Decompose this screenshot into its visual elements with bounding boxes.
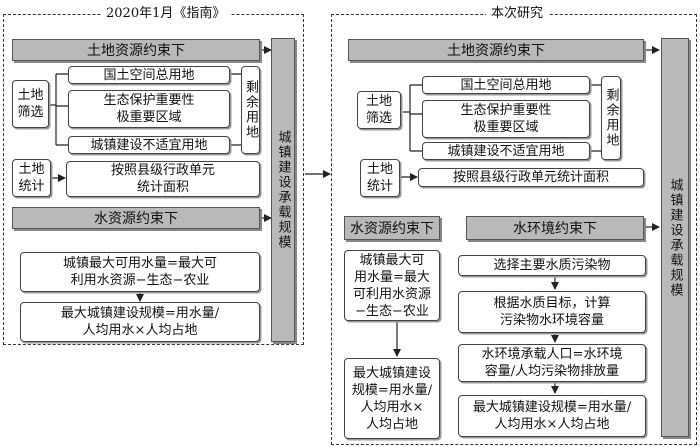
right-land-stats: 土地 统计 — [360, 159, 400, 197]
left-max-scale: 最大城镇建设规模=用水量/ 人均用水×人均占地 — [20, 302, 260, 342]
right-env-capacity: 根据水质目标，计算 污染物水环境容量 — [458, 291, 646, 333]
right-frame-title: 本次研究 — [486, 6, 549, 22]
left-unsuitable: 城镇建设不适宜用地 — [68, 136, 230, 154]
left-remaining: 剩余用地 — [241, 66, 260, 154]
right-env-population: 水环境承载人口=水环境 容量/人均污染物排放量 — [458, 344, 646, 382]
right-remaining: 剩余用地 — [601, 76, 621, 160]
left-frame-title: 2020年1月《指南》 — [101, 6, 231, 22]
right-water-header: 水资源约束下 — [344, 216, 440, 240]
left-capacity: 城镇建设承载规模 — [271, 38, 295, 342]
left-land-stats: 土地 统计 — [12, 159, 51, 197]
right-max-water: 城镇最大可 用水量=最大 可利用水资源 −生态−农业 — [344, 250, 440, 321]
left-land-header: 土地资源约束下 — [12, 39, 260, 61]
left-water-header: 水资源约束下 — [12, 207, 260, 229]
left-national-space: 国土空间总用地 — [68, 66, 230, 84]
left-land-screening: 土地 筛选 — [12, 80, 49, 128]
right-land-header: 土地资源约束下 — [348, 39, 644, 61]
left-county-area: 按照县级行政单元 统计面积 — [66, 161, 260, 197]
right-max-scale: 最大城镇建设 规模=用水量/ 人均用水× 人均占地 — [344, 358, 440, 439]
right-eco-protection: 生态保护重要性 极重要区域 — [422, 100, 590, 138]
left-eco-protection: 生态保护重要性 极重要区域 — [68, 90, 230, 128]
right-unsuitable: 城镇建设不适宜用地 — [422, 142, 590, 160]
left-max-water: 城镇最大可用水量=最大可 利用水资源−生态−农业 — [20, 252, 260, 292]
right-county-area: 按照县级行政单元统计面积 — [418, 168, 644, 187]
left-screening-bracket — [55, 73, 68, 146]
right-land-screening: 土地 筛选 — [357, 91, 401, 129]
right-select-pollutant: 选择主要水质污染物 — [458, 255, 646, 276]
right-max-scale-env: 最大城镇建设规模=用水量/ 人均用水×人均占地 — [458, 395, 646, 437]
right-national-space: 国土空间总用地 — [422, 76, 590, 94]
right-capacity: 城镇建设承载规模 — [661, 38, 689, 437]
right-water-env-header: 水环境约束下 — [466, 216, 644, 240]
